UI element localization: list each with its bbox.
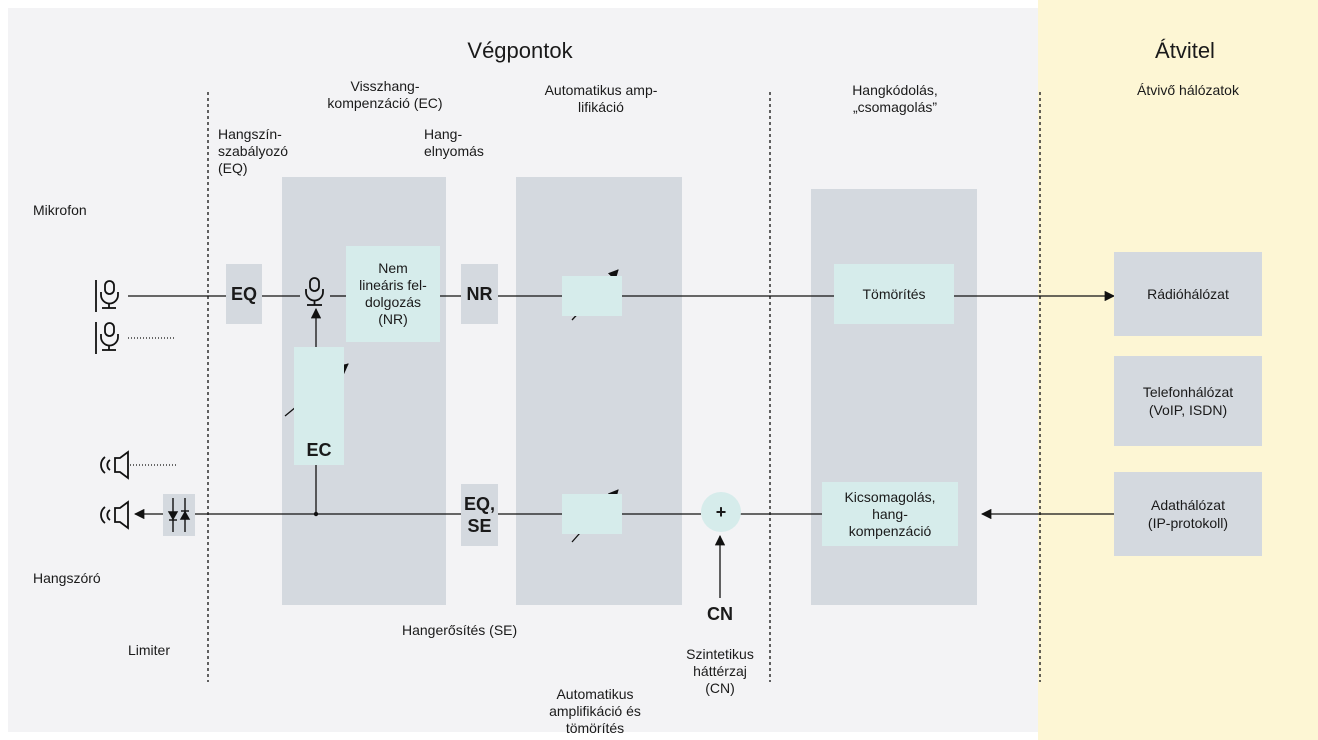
ec-adaptive-filter: EC — [294, 347, 344, 465]
unpack-block: Kicsomagolás, hang- kompenzáció — [822, 482, 958, 546]
ec-label: EC — [306, 440, 332, 460]
networks-label: Átvivő hálózatok — [1137, 82, 1239, 98]
nr-label: NR — [466, 283, 493, 304]
eq-block: EQ — [226, 264, 262, 324]
endpoints-heading: Végpontok — [467, 38, 573, 63]
nr-block: NR — [461, 264, 498, 324]
speaker-icon — [100, 500, 129, 530]
compression-block: Tömörítés — [834, 264, 954, 324]
microphone-label: Mikrofon — [33, 202, 87, 218]
gain-label: Hangerősítés (SE) — [402, 622, 518, 638]
network-data: Adathálózat (IP-protokoll) — [1114, 472, 1262, 556]
auto-amp-comp-label: Automatikus amplifikáció és tömörítés — [549, 686, 641, 736]
adder-label: + — [715, 501, 727, 522]
comfort-noise-label: Szintetikus háttérzaj (CN) — [686, 646, 754, 696]
microphone-icon — [305, 277, 324, 306]
speaker-icon — [100, 450, 129, 480]
nonlinear-processing-block: Nem lineáris fel- dolgozás (NR) — [346, 246, 440, 342]
limiter-label: Limiter — [128, 642, 171, 658]
variable-gain-icon — [562, 494, 622, 534]
variable-gain-icon — [562, 276, 622, 316]
network-radio: Rádióhálózat — [1114, 252, 1262, 336]
limiter-icon — [163, 494, 195, 536]
transmission-heading: Átvitel — [1155, 38, 1215, 63]
equalizer-label: Hangszín- szabályozó (EQ) — [218, 126, 289, 176]
eq-label: EQ — [230, 283, 257, 304]
echo-comp-label: Visszhang- kompenzáció (EC) — [327, 78, 443, 111]
noise-supp-label: Hang- elnyomás — [424, 126, 484, 159]
adder-icon: + — [701, 492, 741, 532]
eq-se-block: EQ, SE — [461, 484, 498, 546]
microphone-icon — [95, 280, 119, 312]
speaker-label: Hangszóró — [33, 570, 101, 586]
codec-label: Hangkódolás, „csomagolás” — [852, 82, 938, 115]
eq-se-label: EQ, SE — [463, 494, 495, 536]
cn-label: CN — [707, 604, 733, 624]
microphone-icon — [95, 322, 119, 354]
auto-amp-label: Automatikus amp- lifikáció — [544, 82, 658, 115]
network-phone: Telefonhálózat (VoIP, ISDN) — [1114, 356, 1262, 446]
